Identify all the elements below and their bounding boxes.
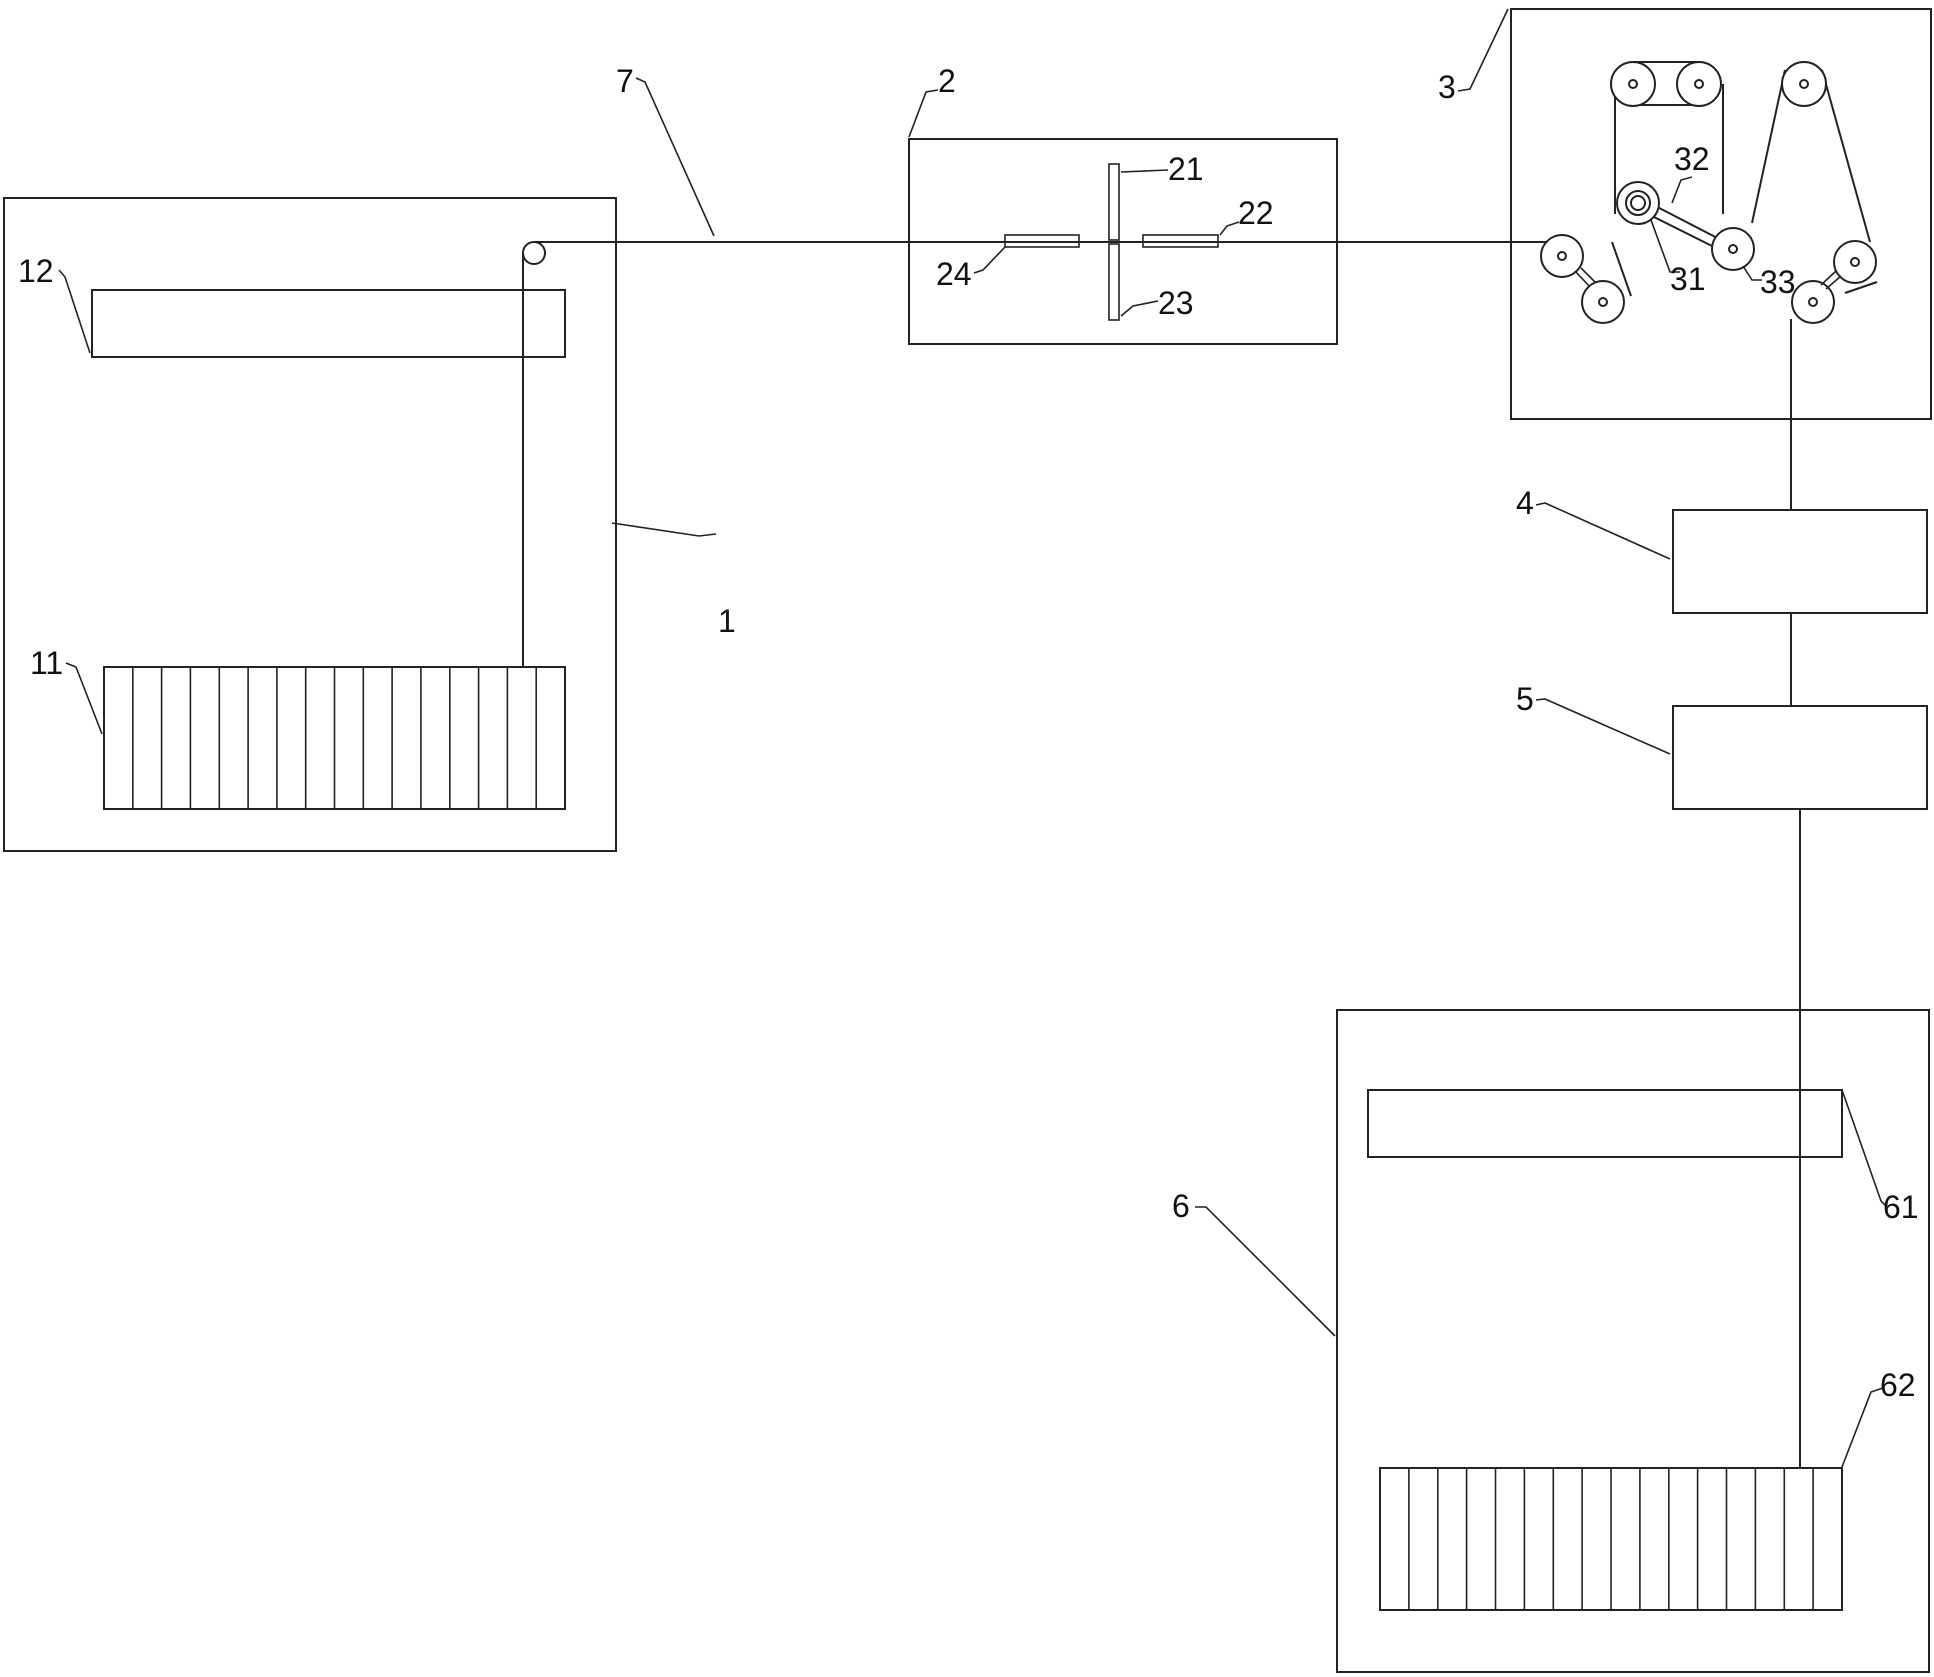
- component-23: [1108, 243, 1120, 321]
- leader-62: [1841, 1387, 1884, 1468]
- guide-roller: [522, 241, 546, 265]
- label-12: 12: [18, 253, 54, 289]
- pulley-axle: [1598, 297, 1608, 307]
- leader-7: [635, 77, 715, 237]
- unit-1-housing: [3, 197, 617, 852]
- leader-12: [58, 269, 91, 354]
- unit-2-housing: [908, 138, 1338, 345]
- linkage: [1825, 275, 1842, 290]
- component-11-rack: [103, 666, 566, 810]
- leader-4: [1535, 502, 1671, 560]
- rack-62-slats: [1408, 1468, 1814, 1610]
- label-7: 7: [616, 63, 634, 99]
- label-33: 33: [1760, 264, 1796, 300]
- pulley-axle: [1728, 244, 1738, 254]
- component-62-rack: [1379, 1467, 1843, 1611]
- unit-2: [908, 138, 1338, 345]
- pulley: [1791, 280, 1835, 324]
- pulley-31: [1616, 181, 1660, 225]
- leader-24: [973, 246, 1006, 274]
- pulley-axle: [1799, 79, 1809, 89]
- leader-3: [1457, 8, 1509, 92]
- label-11: 11: [30, 645, 63, 681]
- linkage: [1580, 267, 1597, 284]
- leader-33: [1742, 265, 1762, 281]
- pulley: [1676, 61, 1722, 107]
- pulley-31-axle: [1630, 195, 1646, 211]
- component-61-bar: [1367, 1089, 1843, 1158]
- belt: [1751, 69, 1786, 224]
- unit-5-box: [1672, 705, 1928, 810]
- component-22: [1142, 234, 1219, 248]
- label-22: 22: [1238, 195, 1274, 231]
- leader-lines: [58, 8, 1887, 1468]
- unit-3-housing: [1510, 8, 1932, 420]
- pulley: [1781, 61, 1827, 107]
- label-61: 61: [1883, 1189, 1919, 1225]
- label-5: 5: [1516, 681, 1534, 717]
- component-21: [1108, 163, 1120, 241]
- reference-labels: 1 11 12 2 21 22 23 24 3 31 32 33 4 5 6 6…: [18, 63, 1919, 1403]
- leader-11: [65, 662, 103, 735]
- pulley-axle: [1850, 257, 1860, 267]
- belt: [1844, 281, 1878, 294]
- label-2: 2: [938, 63, 956, 99]
- leader-6: [1195, 1206, 1336, 1337]
- unit-1: [3, 197, 617, 852]
- leader-5: [1535, 698, 1671, 755]
- pulley-axle: [1628, 79, 1638, 89]
- belt: [1821, 69, 1871, 243]
- label-32: 32: [1674, 141, 1710, 177]
- label-31: 31: [1670, 261, 1706, 297]
- unit-4-box: [1672, 509, 1928, 614]
- leader-31: [1650, 219, 1680, 273]
- leader-21: [1120, 169, 1169, 173]
- label-21: 21: [1168, 151, 1204, 187]
- leader-1: [611, 522, 717, 537]
- pulley: [1540, 234, 1584, 278]
- pulley: [1833, 240, 1877, 284]
- component-12-bar: [91, 289, 566, 358]
- pulley-31-hub: [1625, 190, 1651, 216]
- pulley-axle: [1694, 79, 1704, 89]
- leader-32: [1671, 176, 1693, 204]
- label-6: 6: [1172, 1188, 1190, 1224]
- component-24: [1004, 234, 1080, 248]
- pulley: [1581, 280, 1625, 324]
- belt: [1611, 241, 1632, 297]
- pulley-axle: [1557, 251, 1567, 261]
- linkage: [1574, 270, 1591, 288]
- unit-6-housing: [1336, 1009, 1930, 1673]
- leader-2: [908, 89, 939, 138]
- leader-22: [1219, 221, 1240, 236]
- unit-6: [1336, 1009, 1930, 1673]
- label-23: 23: [1158, 285, 1194, 321]
- label-1: 1: [718, 603, 736, 639]
- unit-3: [1510, 8, 1932, 510]
- pulley-33: [1711, 227, 1755, 271]
- label-4: 4: [1516, 485, 1534, 521]
- label-3: 3: [1438, 69, 1456, 105]
- rack-11-slats: [132, 667, 538, 809]
- pulley-axle: [1808, 297, 1818, 307]
- leader-61: [1841, 1089, 1887, 1207]
- pulley: [1610, 61, 1656, 107]
- linkage: [1820, 270, 1837, 286]
- label-62: 62: [1880, 1367, 1916, 1403]
- label-24: 24: [936, 256, 972, 292]
- leader-23: [1120, 300, 1159, 317]
